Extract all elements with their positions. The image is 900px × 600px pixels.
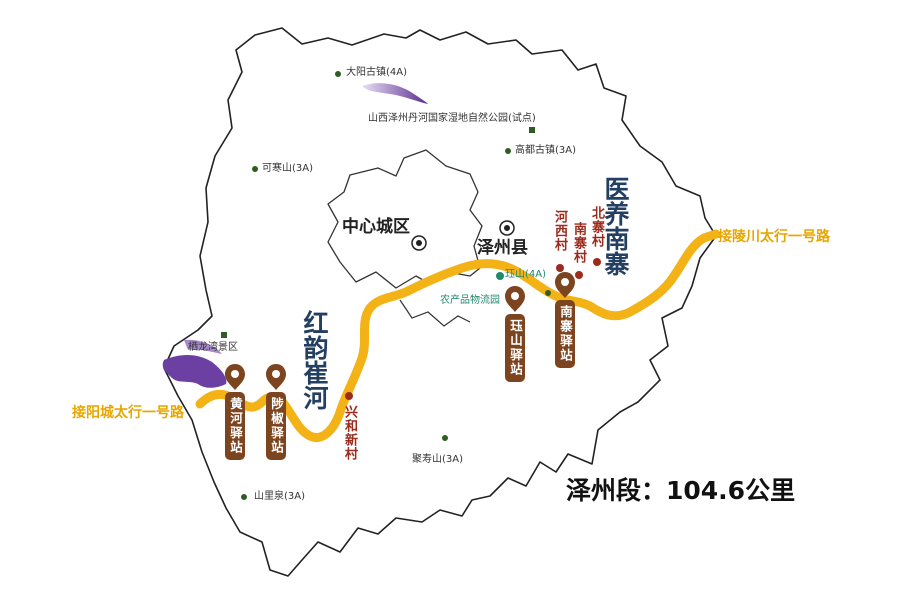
scenic-label-dayang: 大阳古镇(4A) [346,67,408,78]
station-zhijiao: 陟椒驿站 [266,392,286,460]
logistics-dot-icon [545,290,551,296]
shanliquan-dot-icon [241,494,247,500]
scenic-label-kehan: 可寒山(3A) [262,163,314,174]
district-label-center-city: 中心城区 [342,217,410,237]
village-label-xinghe: 兴和新村 [342,405,357,461]
wetland-square-icon [529,127,535,133]
village-label-beizhai: 北寨村 [589,206,604,248]
title-yiyang-nanzhai: 医养南寨 [601,176,630,276]
station-nanzhai: 南寨驿站 [555,300,575,368]
scenic-label-wetland: 山西泽州丹河国家湿地自然公园(试点) [368,113,536,124]
county-outline [163,27,717,577]
scenic-label-shanliquan: 山里泉(3A) [254,491,306,502]
jueshan-dot-icon [496,272,504,280]
route-label-east: 接陵川太行一号路 [718,229,830,245]
scenic-label-logistics: 农产品物流园 [440,295,500,306]
district-label-zezhou: 泽州县 [477,238,528,258]
total-length-label: 泽州段：104.6公里 [566,476,796,505]
zezhou-marker-icon [499,220,515,236]
qilongwan-water [162,355,227,388]
jushou-dot-icon [442,435,448,441]
scenic-label-gaodu: 高都古镇(3A) [515,145,577,156]
village-label-hexi: 河西村 [552,210,567,252]
qilongwan-water-light [184,339,222,354]
kehan-dot-icon [252,166,258,172]
hexi-village-dot-icon [556,264,564,272]
qilongwan-square-icon [221,332,227,338]
gaodu-dot-icon [505,148,511,154]
inner-boundary [399,299,471,327]
station-huanghe: 黄河驿站 [225,392,245,460]
xinghe-village-dot-icon [345,392,353,400]
map-pin-icon [555,272,575,298]
scenic-label-qilongwan: 栖龙湾景区 [188,342,238,353]
nanzhai-village-dot-icon [575,271,583,279]
map-pin-icon [505,286,525,312]
route-label-west: 接阳城太行一号路 [72,405,184,421]
dayang-water [362,83,428,104]
beizhai-village-dot-icon [593,258,601,266]
title-hongyun-cuihe: 红韵崔河 [300,310,329,410]
village-label-nanzhai: 南寨村 [571,222,586,264]
scenic-label-jueshan: 珏山(4A) [505,269,547,280]
map-pin-icon [225,364,245,390]
dayang-dot-icon [335,71,341,77]
station-jueshan: 珏山驿站 [505,314,525,382]
scenic-label-jushou: 聚寿山(3A) [412,454,464,465]
center-city-marker-icon [411,235,427,251]
center-city-outline [327,149,483,289]
map-pin-icon [266,364,286,390]
